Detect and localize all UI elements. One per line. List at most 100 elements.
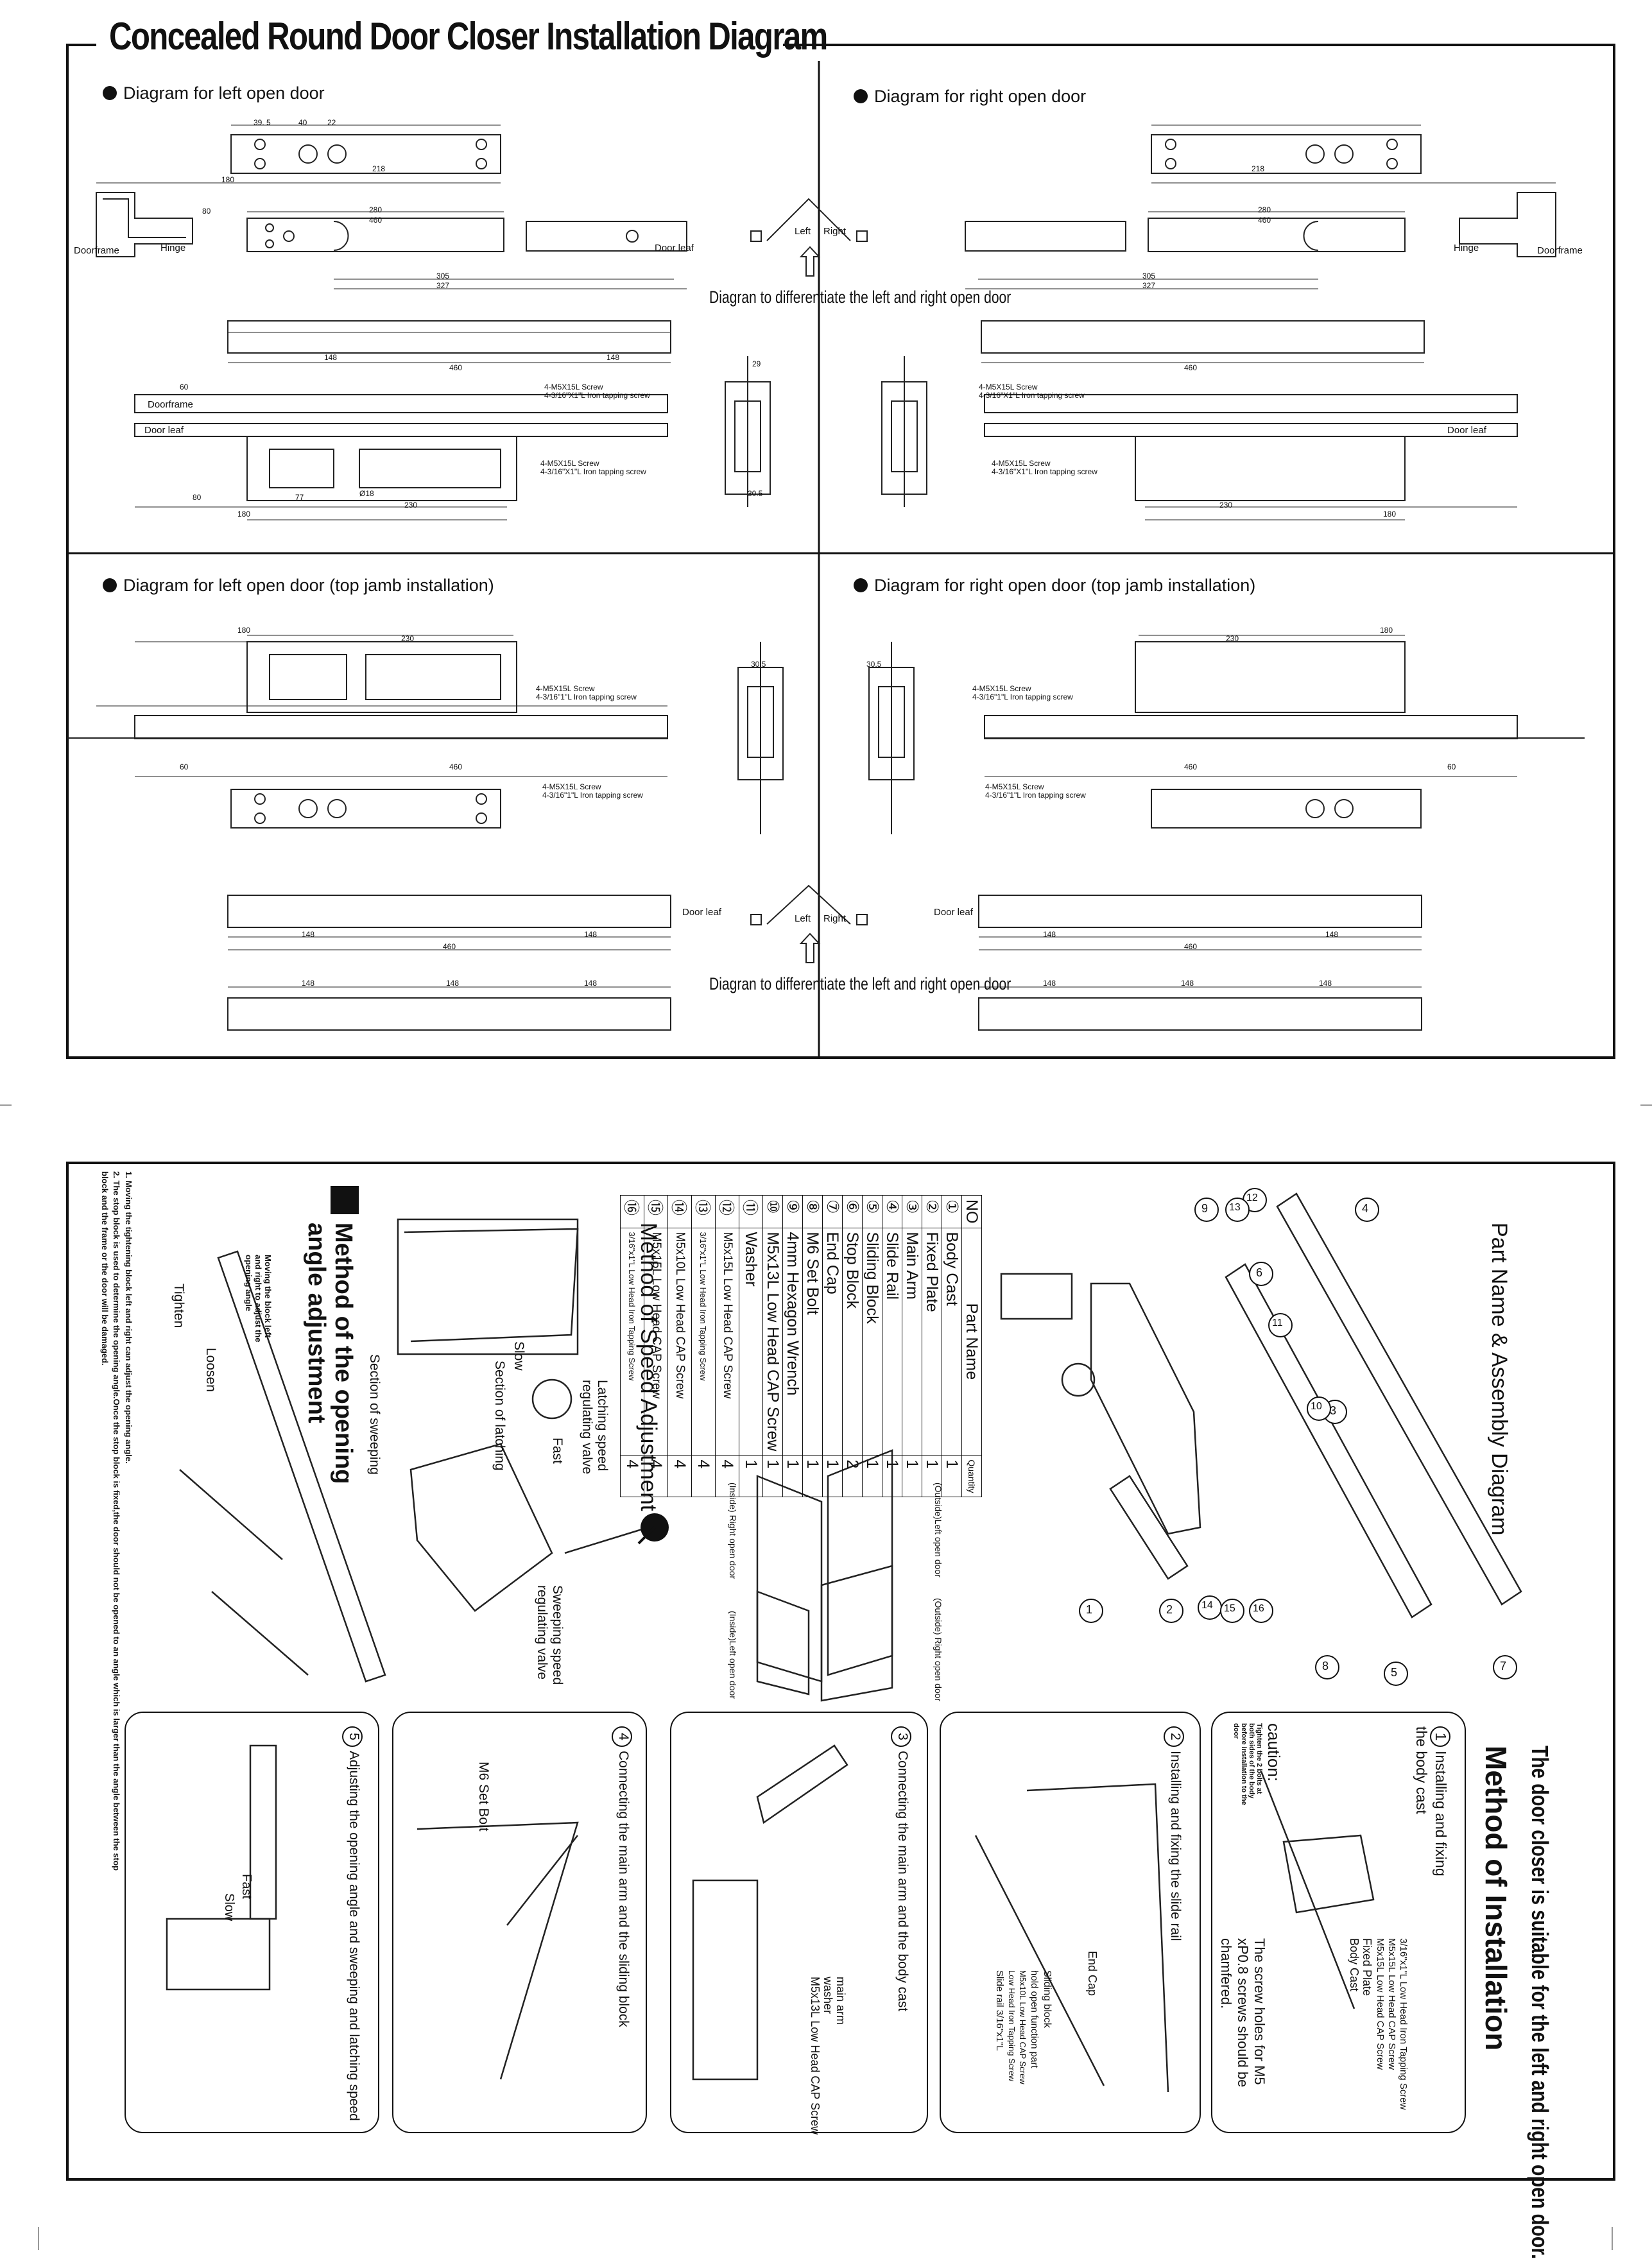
dim-305: 305 bbox=[436, 271, 450, 280]
step-4-num: 4 bbox=[612, 1726, 632, 1747]
step1-screw-2: M5x15L Low Head CAP Screw bbox=[1386, 1938, 1397, 2070]
dim-30-5: 30.5 bbox=[748, 489, 763, 498]
rail-dim-460: 460 bbox=[443, 942, 456, 951]
left-label-lower: Left bbox=[795, 913, 811, 924]
screw-label-r-d: 4-3/16"X1"L Iron tapping screw bbox=[992, 467, 1097, 476]
dim-77: 77 bbox=[295, 493, 304, 502]
doorframe-label-r: Doorframe bbox=[1537, 245, 1583, 256]
dim-305-r: 305 bbox=[1142, 271, 1156, 280]
page-title: Concealed Round Door Closer Installation… bbox=[109, 15, 828, 58]
callout-label-15: 15 bbox=[1224, 1603, 1235, 1614]
install-subtitle: The door closer is suitable for the left… bbox=[1527, 1746, 1553, 2259]
dim-29: 29 bbox=[752, 359, 761, 368]
callout-label-9: 9 bbox=[1201, 1202, 1209, 1215]
step5-fast: Fast bbox=[239, 1874, 254, 1899]
step-3: 3Connecting the main arm and the body ca… bbox=[891, 1726, 911, 2011]
jamb-dim-60-r: 60 bbox=[1447, 762, 1456, 771]
right-label: Right bbox=[823, 226, 847, 237]
bullet-icon bbox=[103, 86, 117, 100]
dim-460-r-b: 460 bbox=[1184, 363, 1198, 372]
dim-39-5: 39. 5 bbox=[254, 118, 271, 127]
moving-block-label: Moving the block left and right to adjus… bbox=[244, 1255, 273, 1343]
rail-dim-148: 148 bbox=[302, 930, 315, 939]
callout-1 bbox=[1079, 1599, 1103, 1623]
step5-slow: Slow bbox=[222, 1893, 236, 1921]
callout-label-7: 7 bbox=[1500, 1660, 1507, 1672]
dim-230-r: 230 bbox=[1219, 501, 1233, 510]
callout-label-14: 14 bbox=[1201, 1600, 1213, 1611]
dim-218-r: 218 bbox=[1252, 164, 1265, 173]
callout-label-3: 3 bbox=[1330, 1404, 1337, 1417]
jamb-screw-b: 4-3/16"1"L Iron tapping screw bbox=[536, 692, 637, 701]
step2-hold-open: hold open function part bbox=[1029, 1970, 1040, 2068]
jamb-dim-180-r: 180 bbox=[1380, 626, 1393, 635]
section-left-open: Diagram for left open door bbox=[103, 83, 325, 103]
callout-8 bbox=[1315, 1655, 1339, 1679]
fast-label: Fast bbox=[550, 1438, 565, 1464]
jamb-screw-c: 4-M5X15L Screw bbox=[542, 782, 601, 791]
callout-label-8: 8 bbox=[1322, 1660, 1329, 1672]
callout-label-13: 13 bbox=[1229, 1202, 1241, 1213]
jamb-dim-460: 460 bbox=[449, 762, 463, 771]
dim-230: 230 bbox=[404, 501, 418, 510]
callout-15 bbox=[1220, 1599, 1244, 1623]
rail-dim-460-r: 460 bbox=[1184, 942, 1198, 951]
screw-label-b: 4-3/16"X1"L Iron tapping screw bbox=[544, 391, 650, 400]
callout-label-2: 2 bbox=[1166, 1603, 1173, 1616]
step2-m5x10: M5x10L Low Head CAP Screw bbox=[1018, 1970, 1028, 2084]
dim-80-b: 80 bbox=[193, 493, 202, 502]
outside-left-label: (Outside)Left open door bbox=[933, 1482, 943, 1577]
step4-m6: M6 Set Bolt bbox=[476, 1762, 491, 1832]
left-label: Left bbox=[795, 226, 811, 237]
callout-label-5: 5 bbox=[1391, 1666, 1398, 1679]
callout-label-11: 11 bbox=[1272, 1318, 1283, 1328]
step1-fixed-plate: Fixed Plate bbox=[1361, 1938, 1373, 1997]
door-leaf-rail-r: Door leaf bbox=[934, 907, 973, 918]
caution-label: caution: bbox=[1264, 1723, 1284, 1782]
rail-dim-148-b: 148 bbox=[584, 930, 598, 939]
callout-label-1: 1 bbox=[1086, 1603, 1093, 1616]
rail-dim-148-r-b: 148 bbox=[1325, 930, 1339, 939]
sweeping-valve-label: Sweeping speed regulating valve bbox=[535, 1585, 565, 1685]
jamb-dim-30-5: 30.5 bbox=[751, 660, 766, 669]
callout-5 bbox=[1384, 1662, 1408, 1686]
screwdriver-icon bbox=[637, 1513, 669, 1545]
step4-box bbox=[392, 1712, 647, 2133]
dim-180-r: 180 bbox=[1383, 510, 1397, 519]
hinge-label-r: Hinge bbox=[1454, 243, 1479, 253]
rail2-dim-148-r: 148 bbox=[1043, 979, 1056, 988]
screw-label-r-a: 4-M5X15L Screw bbox=[979, 382, 1038, 391]
jamb-dim-60: 60 bbox=[180, 762, 189, 771]
slow-label: Slow bbox=[512, 1341, 526, 1371]
dim-phi18: Ø18 bbox=[359, 489, 374, 498]
step-4: 4Connecting the main arm and the sliding… bbox=[612, 1726, 632, 2027]
outside-right-label: (Outside) Right open door bbox=[933, 1598, 943, 1702]
bullet-icon bbox=[103, 578, 117, 592]
rail2-dim-148-r-b: 148 bbox=[1181, 979, 1194, 988]
section-left-open-top-jamb: Diagram for left open door (top jamb ins… bbox=[103, 576, 494, 596]
assembly-title: Part Name & Assembly Diagram bbox=[1487, 1223, 1511, 1536]
callout-16 bbox=[1249, 1599, 1273, 1623]
callout-11 bbox=[1268, 1313, 1293, 1337]
step1-body-cast: Body Cast bbox=[1348, 1938, 1361, 1992]
doorframe-label-2: Doorframe bbox=[148, 399, 193, 410]
dim-40: 40 bbox=[298, 118, 307, 127]
loosen-label: Loosen bbox=[203, 1348, 218, 1392]
jamb-dim-230: 230 bbox=[401, 634, 415, 643]
step2-box bbox=[940, 1712, 1201, 2133]
jamb-screw-r-a: 4-M5X15L Screw bbox=[972, 684, 1031, 693]
callout-10 bbox=[1307, 1396, 1331, 1421]
differentiate-caption: Diagran to differentiate the left and ri… bbox=[709, 288, 1011, 307]
callout-7 bbox=[1493, 1655, 1517, 1679]
inside-right-label: (Inside) Right open door bbox=[728, 1482, 738, 1579]
step2-tapping: Low Head Iron Tapping Screw bbox=[1007, 1970, 1017, 2082]
step3-m5x13: M5x13L Low Head CAP Screw bbox=[809, 1977, 822, 2135]
door-leaf-label: Door leaf bbox=[655, 243, 694, 253]
